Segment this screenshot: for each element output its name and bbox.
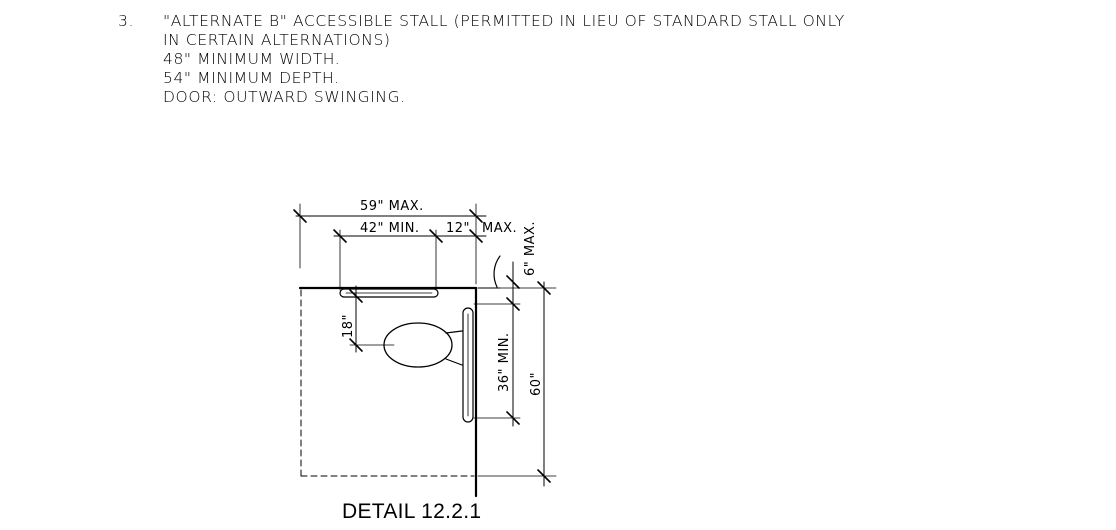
- dim-60-tick-bottom: [537, 469, 551, 483]
- door-swing-arc: [493, 255, 501, 288]
- toilet-neck-bottom: [445, 358, 463, 366]
- note-body: "ALTERNATE B" ACCESSIBLE STALL (PERMITTE…: [163, 12, 845, 107]
- label-offset-max: MAX.: [482, 221, 517, 236]
- dim-grab-tick-left: [333, 229, 347, 243]
- label-grab-min: 42" MIN.: [360, 221, 420, 236]
- dim-side-bar-tick-bottom: [506, 411, 520, 425]
- label-centerline: 18": [341, 314, 356, 338]
- label-offset: 12": [446, 221, 470, 236]
- note-line-2: IN CERTAIN ALTERNATIONS): [163, 31, 391, 49]
- toilet-neck-top: [445, 330, 463, 334]
- side-grab-bar: [462, 307, 474, 423]
- label-door-gap: 6" MAX.: [523, 221, 538, 276]
- detail-caption: DETAIL 12.2.1: [342, 500, 482, 523]
- dim-overall-tick-left: [293, 209, 307, 223]
- dim-60-tick-top: [537, 281, 551, 295]
- label-60: 60": [529, 372, 544, 396]
- label-side-bar-min: 36" MIN.: [497, 332, 512, 392]
- dim-grab-tick-right: [469, 229, 483, 243]
- dim-door-tick-top: [506, 275, 520, 289]
- dim-centerline-tick-top: [349, 289, 363, 303]
- dim-grab-tick-mid: [429, 229, 443, 243]
- note-line-5: DOOR: OUTWARD SWINGING.: [163, 88, 406, 106]
- note-line-4: 54" MINIMUM DEPTH.: [163, 69, 340, 87]
- note-number: 3.: [118, 12, 134, 30]
- dim-overall-tick-right: [469, 209, 483, 223]
- note-line-1: "ALTERNATE B" ACCESSIBLE STALL (PERMITTE…: [163, 12, 845, 30]
- rear-grab-bar: [339, 288, 439, 298]
- label-overall-max: 59" MAX.: [360, 199, 424, 214]
- dim-centerline-tick-bottom: [349, 338, 363, 352]
- note-line-3: 48" MINIMUM WIDTH.: [163, 50, 341, 68]
